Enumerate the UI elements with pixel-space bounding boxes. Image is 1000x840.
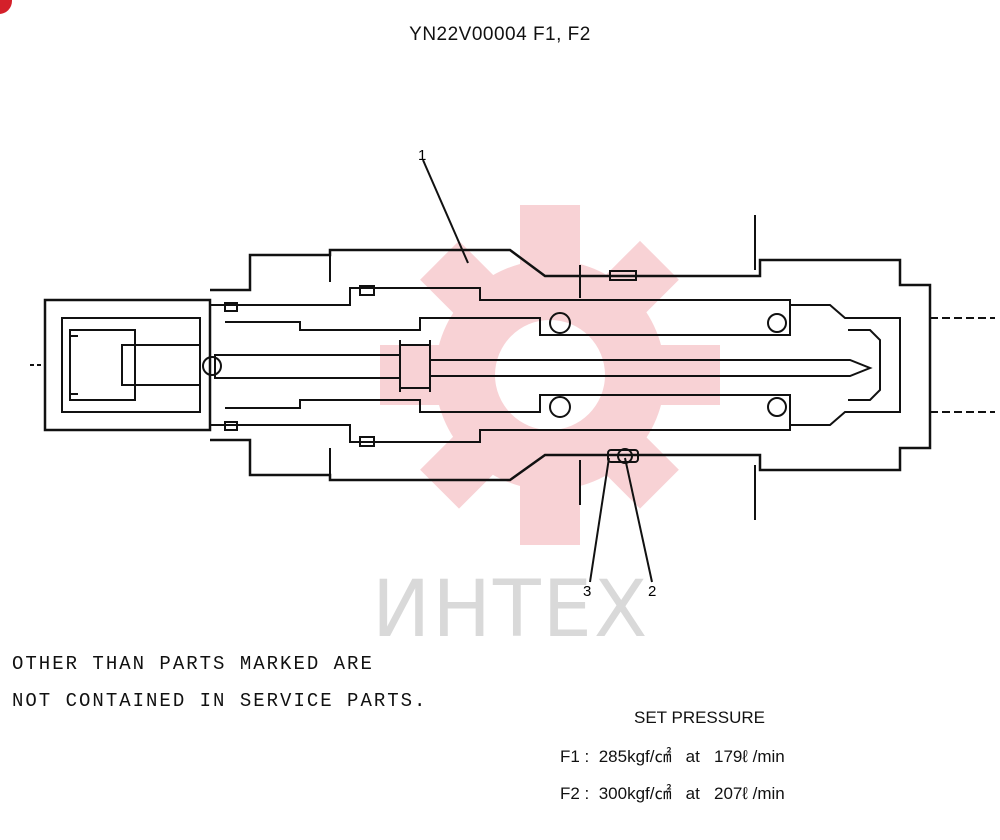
set-pressure-row-f1: F1 : 285kgf/㎠ at 179ℓ /min [560, 747, 785, 766]
service-parts-note: OTHER THAN PARTS MARKED ARE NOT CONTAINE… [12, 646, 427, 720]
watermark-text: ИНТЕХ [372, 565, 650, 655]
callout-2: 2 [648, 583, 656, 600]
note-line-2: NOT CONTAINED IN SERVICE PARTS. [12, 690, 428, 712]
note-line-1: OTHER THAN PARTS MARKED ARE [12, 653, 374, 675]
outline-drawing [30, 159, 995, 583]
set-pressure-row-f2: F2 : 300kgf/㎠ at 207ℓ /min [560, 784, 785, 803]
callout-1: 1 [418, 147, 426, 164]
set-pressure-block: SET PRESSURE F1 : 285kgf/㎠ at 179ℓ /min … [560, 708, 785, 816]
diagram-title: YN22V00004 F1, F2 [409, 24, 591, 45]
set-pressure-heading: SET PRESSURE [634, 708, 766, 727]
callout-3: 3 [583, 583, 591, 600]
